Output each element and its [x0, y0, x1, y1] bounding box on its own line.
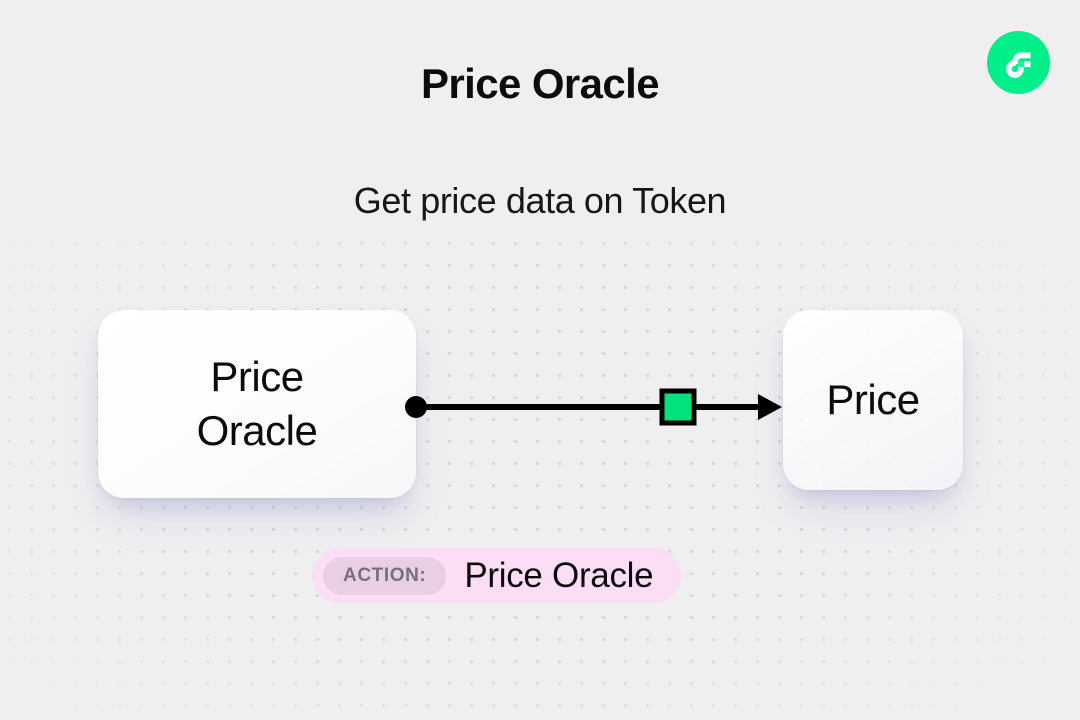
node-price-oracle-label-line1: Price [210, 353, 304, 401]
action-label-pill: ACTION: [323, 556, 447, 595]
node-price-oracle[interactable]: Price Oracle [98, 310, 416, 498]
page-title: Price Oracle [421, 60, 660, 107]
flow-mark-icon [1005, 52, 1030, 78]
node-price-oracle-label: Price Oracle [197, 350, 318, 458]
action-badge: ACTION: Price Oracle [312, 548, 682, 603]
flow-logo-icon [987, 31, 1050, 94]
node-price-label: Price [826, 376, 920, 423]
node-price-oracle-label-line2: Oracle [196, 407, 318, 454]
action-value: Price Oracle [464, 555, 654, 595]
node-price[interactable]: Price [783, 310, 963, 490]
page-subtitle: Get price data on Token [353, 180, 727, 221]
